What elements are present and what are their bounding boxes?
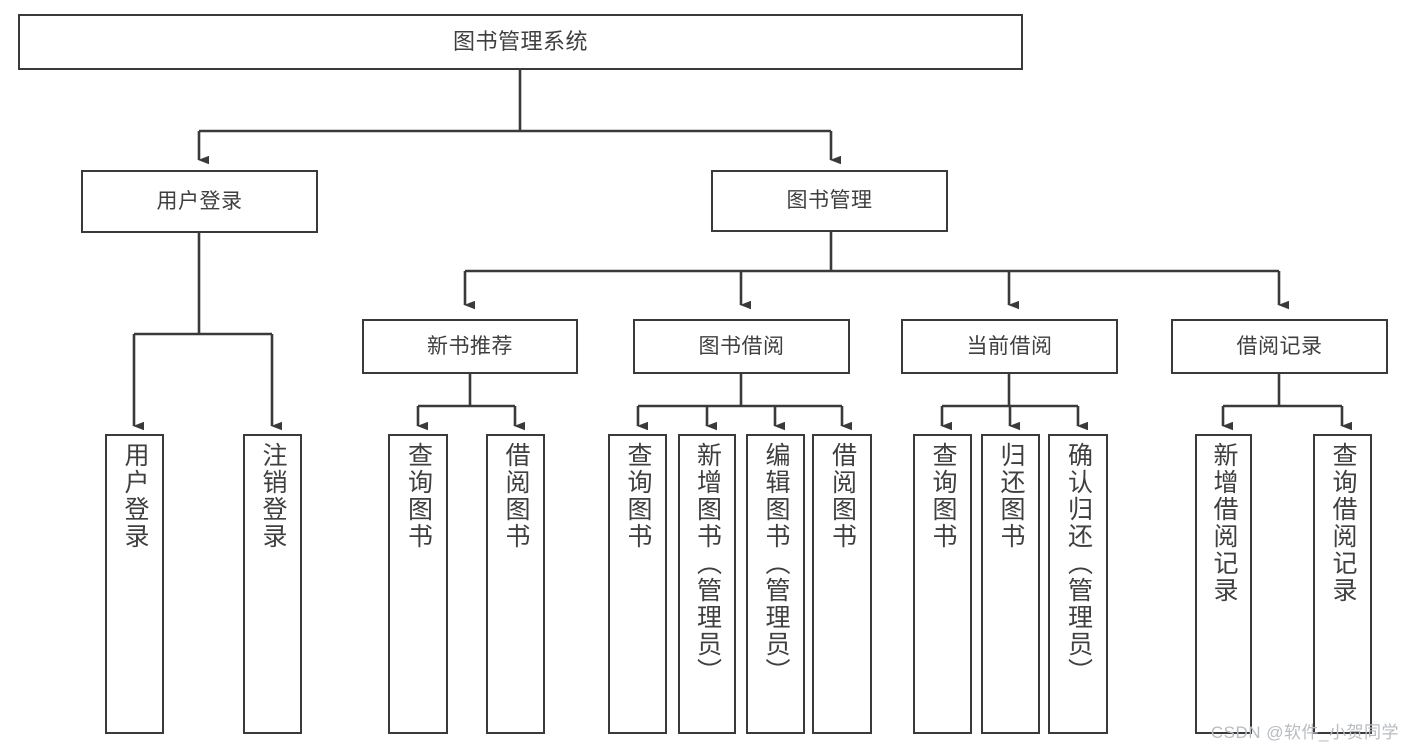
node-label: 新书推荐 [427, 334, 513, 358]
leaf-user-login-signin[interactable]: 用户登录 [105, 434, 164, 734]
node-label: 查询借阅记录 [1329, 442, 1357, 604]
leaf-current-borrow-return[interactable]: 归还图书 [981, 434, 1040, 734]
leaf-book-borrow-query[interactable]: 查询图书 [608, 434, 667, 734]
node-new-book-recommend[interactable]: 新书推荐 [362, 319, 578, 374]
node-label: 借阅图书 [828, 442, 857, 550]
leaf-book-borrow-add[interactable]: 新增图书（管理员） [678, 434, 736, 734]
node-label: 借阅图书 [502, 442, 530, 550]
leaf-book-borrow-borrow[interactable]: 借阅图书 [812, 434, 872, 734]
leaf-current-borrow-confirm-return[interactable]: 确认归还（管理员） [1048, 434, 1108, 734]
node-label: 借阅记录 [1236, 334, 1323, 358]
node-label: 注销登录 [259, 442, 287, 550]
node-label: 当前借阅 [966, 334, 1053, 358]
node-book-management[interactable]: 图书管理 [711, 170, 948, 232]
leaf-new-book-borrow[interactable]: 借阅图书 [486, 434, 545, 734]
node-label: 归还图书 [997, 442, 1025, 550]
node-label: 图书借阅 [698, 334, 785, 358]
node-label: 图书管理 [786, 189, 873, 213]
node-label: 查询图书 [929, 442, 957, 550]
node-label: 查询图书 [404, 442, 433, 550]
node-label: 图书管理系统 [452, 28, 588, 54]
node-label: 用户登录 [156, 189, 243, 213]
leaf-borrow-record-query[interactable]: 查询借阅记录 [1313, 434, 1372, 734]
node-label: 确认归还（管理员） [1064, 442, 1093, 685]
node-label: 新增借阅记录 [1210, 442, 1238, 604]
node-book-borrow[interactable]: 图书借阅 [633, 319, 850, 374]
leaf-book-borrow-edit[interactable]: 编辑图书（管理员） [746, 434, 805, 734]
node-label: 查询图书 [624, 442, 652, 550]
leaf-current-borrow-query[interactable]: 查询图书 [913, 434, 972, 734]
leaf-user-login-signout[interactable]: 注销登录 [243, 434, 302, 734]
node-borrow-record[interactable]: 借阅记录 [1171, 319, 1388, 374]
node-label: 编辑图书（管理员） [762, 442, 790, 685]
node-label: 用户登录 [121, 442, 149, 550]
node-label: 新增图书（管理员） [693, 442, 722, 685]
node-root-system[interactable]: 图书管理系统 [18, 14, 1023, 70]
leaf-new-book-query[interactable]: 查询图书 [388, 434, 448, 734]
node-user-login[interactable]: 用户登录 [81, 170, 318, 233]
leaf-borrow-record-add[interactable]: 新增借阅记录 [1195, 434, 1252, 734]
node-current-borrow[interactable]: 当前借阅 [901, 319, 1118, 374]
